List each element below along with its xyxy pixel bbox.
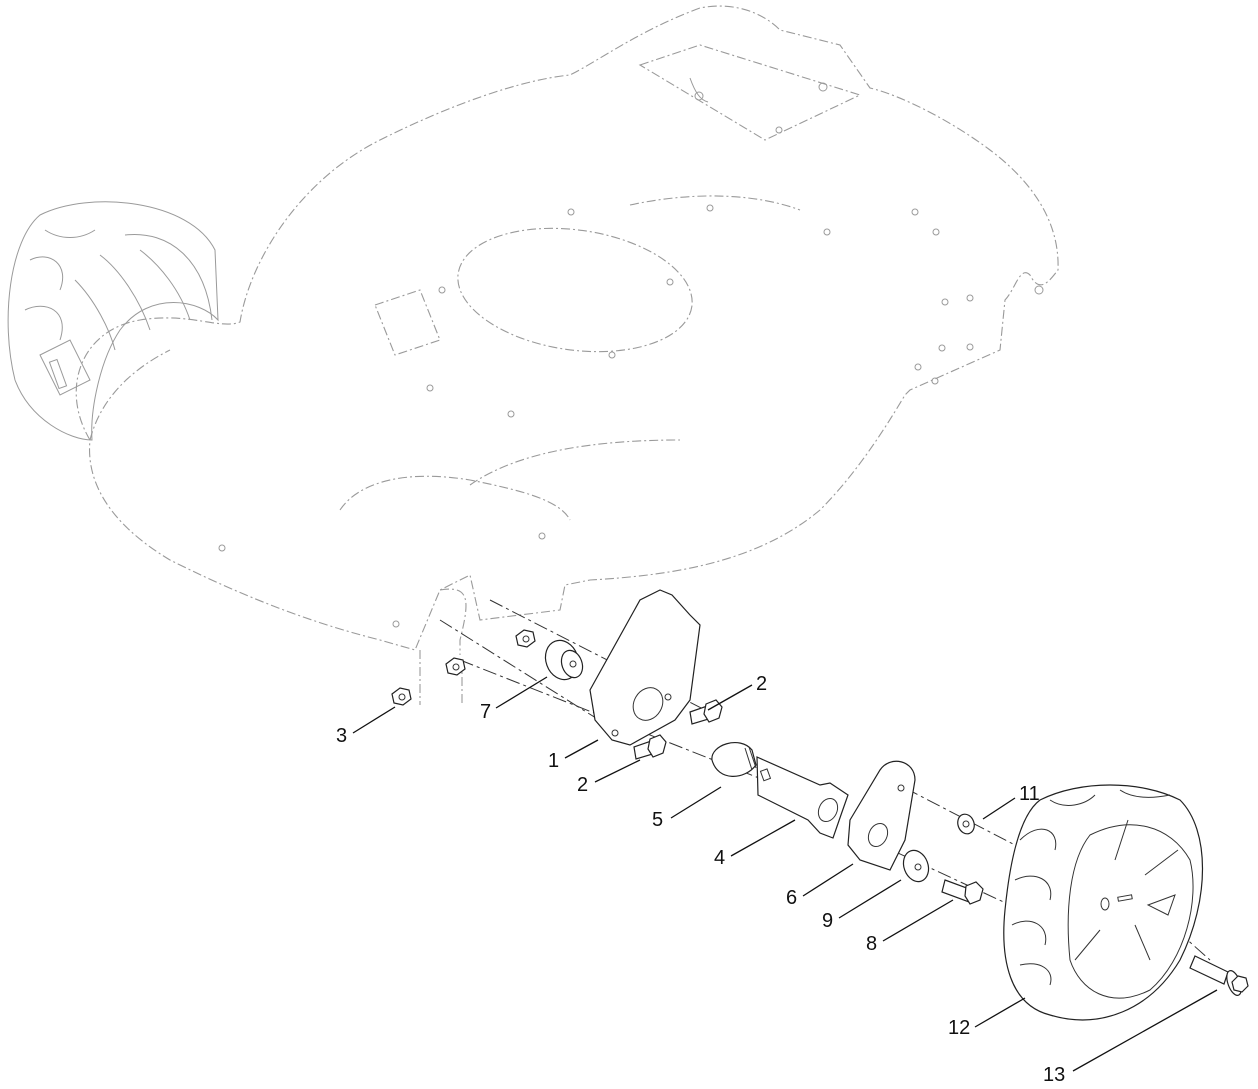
callout-4: 4: [714, 847, 725, 869]
part-13-shoulder-bolt: [1189, 955, 1249, 996]
callout-13: 13: [1043, 1064, 1065, 1086]
callout-7: 7: [480, 701, 491, 723]
rear-wheel-outline: [7, 201, 219, 441]
part-3-nut-b: [445, 657, 466, 676]
part-7-spacer: [544, 639, 584, 681]
callout-1: 1: [548, 750, 559, 772]
callout-8: 8: [866, 933, 877, 955]
callout-9: 9: [822, 910, 833, 932]
part-8-bolt: [941, 879, 984, 905]
callout-12: 12: [948, 1017, 970, 1039]
mower-deck-outline: [75, 5, 1059, 705]
part-12-front-wheel: [1003, 784, 1204, 1021]
part-9-washer: [902, 849, 930, 883]
part-2-bolt-lower: [633, 734, 667, 760]
part-4-axle-arm: [756, 756, 849, 839]
leader-lines: [352, 676, 1218, 1072]
part-3-nut-c: [515, 629, 536, 648]
callout-2a: 2: [756, 673, 767, 695]
part-6-height-bracket: [847, 760, 916, 871]
part-3-nut: [391, 687, 412, 706]
callout-labels: 1 2 2 3 4 5 6 7 8 9 11 12 13: [336, 673, 1065, 1086]
callout-6: 6: [786, 887, 797, 909]
part-5-bushing: [711, 741, 757, 777]
part-2-bolt-upper: [689, 699, 723, 725]
callout-2b: 2: [577, 774, 588, 796]
part-1-bracket-plate: [589, 589, 701, 746]
callout-3: 3: [336, 725, 347, 747]
part-11-washer: [957, 813, 975, 835]
callout-5: 5: [652, 809, 663, 831]
callout-11: 11: [1019, 783, 1040, 805]
